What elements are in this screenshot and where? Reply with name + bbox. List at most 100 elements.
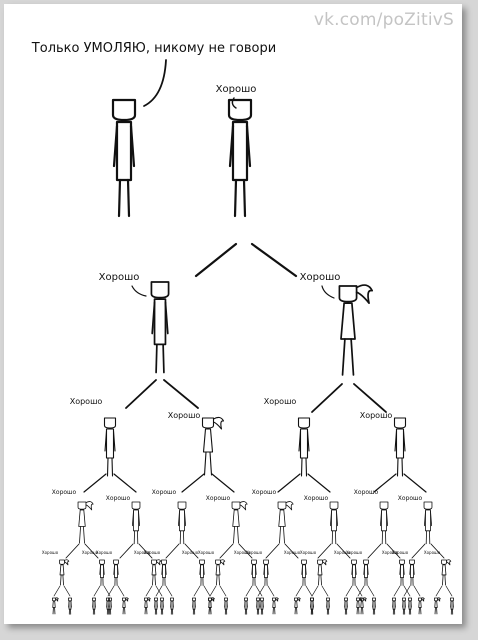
branch-line — [277, 473, 301, 493]
girl-figure — [52, 597, 59, 615]
branch-line — [403, 473, 427, 493]
branch-line — [413, 585, 421, 597]
branch-line — [336, 543, 351, 559]
comic-frame: vk.com/poZitivS Только УМОЛЯЮ, никому не… — [4, 4, 462, 624]
branch-line — [138, 543, 153, 559]
branch-line — [267, 585, 275, 597]
girl-figure — [441, 559, 452, 586]
branch-line — [367, 585, 375, 597]
branch-line — [311, 383, 343, 413]
branch-line — [63, 585, 71, 597]
boy-figure — [106, 597, 110, 615]
boy-figure — [150, 281, 170, 374]
branch-line — [357, 585, 365, 597]
boy-figure — [224, 597, 228, 615]
boy-figure — [199, 559, 205, 586]
branch-line — [411, 543, 426, 559]
branch-line — [257, 585, 265, 597]
boy-figure — [111, 98, 137, 218]
branch-line — [193, 585, 201, 597]
girl-figure — [77, 501, 94, 544]
boy-figure — [363, 559, 369, 586]
branch-line — [311, 585, 319, 597]
branch-line — [430, 543, 445, 559]
speech-text: Хорошо — [82, 550, 99, 555]
watermark: vk.com/poZitivS — [313, 10, 454, 30]
girl-figure — [208, 597, 215, 615]
speech-text: Только УМОЛЯЮ, никому не говори — [31, 41, 276, 56]
branch-line — [393, 585, 401, 597]
branch-line — [165, 585, 173, 597]
branch-line — [107, 585, 115, 597]
boy-figure — [263, 559, 269, 586]
branch-line — [403, 585, 411, 597]
branch-line — [125, 379, 157, 409]
girl-figure — [231, 501, 248, 544]
girl-figure — [338, 284, 374, 376]
branch-line — [53, 585, 61, 597]
speech-text: Хорошо — [96, 550, 113, 555]
girl-figure — [151, 559, 162, 586]
branch-line — [119, 543, 134, 559]
branch-line — [345, 585, 353, 597]
boy-figure — [301, 559, 307, 586]
speech-text: Хорошо — [382, 550, 399, 555]
branch-line — [295, 585, 303, 597]
boy-figure — [399, 559, 405, 586]
boy-figure — [409, 559, 415, 586]
branch-line — [238, 543, 253, 559]
branch-line — [355, 585, 363, 597]
girl-figure — [360, 597, 367, 615]
branch-line — [209, 585, 217, 597]
boy-figure — [326, 597, 330, 615]
speech-text: Хорошо — [152, 489, 177, 496]
boy-figure — [344, 597, 348, 615]
branch-line — [117, 585, 125, 597]
speech-text: Хорошо — [360, 411, 393, 420]
speech-text: Хорошо — [354, 489, 379, 496]
girl-figure — [294, 597, 301, 615]
boy-figure — [392, 597, 396, 615]
speech-text: Хорошо — [234, 550, 251, 555]
speech-tail — [131, 285, 147, 297]
girl-figure — [317, 559, 328, 586]
girl-figure — [144, 597, 151, 615]
girl-figure — [122, 597, 129, 615]
speech-text: Хорошо — [168, 411, 201, 420]
speech-text: Хорошо — [134, 550, 151, 555]
speech-text: Хорошо — [300, 272, 341, 283]
speech-text: Хорошо — [392, 550, 409, 555]
boy-figure — [260, 597, 264, 615]
branch-line — [219, 543, 234, 559]
speech-tail — [321, 285, 335, 299]
boy-figure — [131, 501, 141, 545]
boy-figure — [103, 417, 117, 477]
boy-figure — [192, 597, 196, 615]
speech-text: Хорошо — [246, 550, 263, 555]
boy-figure — [99, 559, 105, 586]
boy-figure — [92, 597, 96, 615]
speech-text: Хорошо — [304, 495, 329, 502]
branch-line — [219, 585, 227, 597]
boy-figure — [351, 559, 357, 586]
speech-text: Хорошо — [198, 550, 215, 555]
branch-line — [113, 473, 137, 493]
boy-figure — [402, 597, 406, 615]
girl-figure — [215, 559, 226, 586]
branch-line — [307, 473, 331, 493]
girl-figure — [201, 416, 225, 476]
branch-line — [83, 473, 107, 493]
branch-line — [317, 543, 332, 559]
speech-text: Хорошо — [346, 550, 363, 555]
speech-text: Хорошо — [42, 550, 59, 555]
branch-line — [65, 543, 80, 559]
boy-figure — [244, 597, 248, 615]
branch-line — [163, 379, 199, 409]
speech-text: Хорошо — [99, 272, 140, 283]
speech-tail — [143, 59, 167, 107]
branch-line — [165, 543, 180, 559]
girl-figure — [418, 597, 425, 615]
boy-figure — [379, 501, 389, 545]
branch-line — [305, 585, 313, 597]
branch-line — [211, 473, 235, 493]
